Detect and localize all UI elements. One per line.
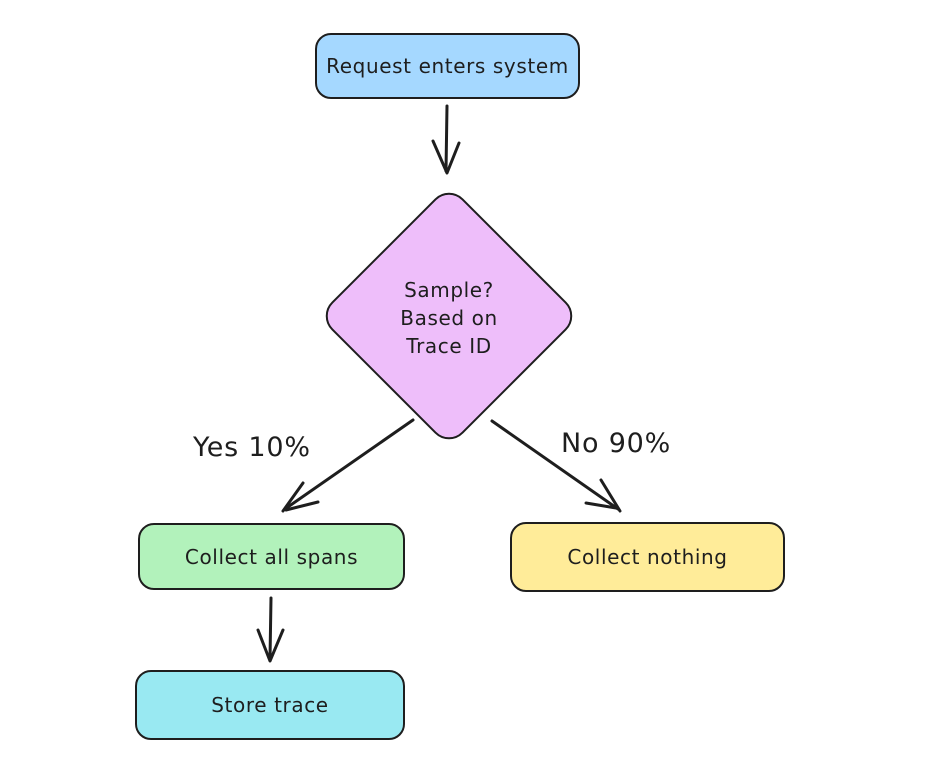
node-store-trace: Store trace <box>135 670 405 740</box>
edge-label-yes: Yes 10% <box>193 432 311 463</box>
node-collect-all-spans: Collect all spans <box>138 523 405 590</box>
node-request-enters-system: Request enters system <box>315 33 580 99</box>
node-label: Store trace <box>211 693 329 717</box>
arrow-collect-spans-to-store-trace <box>256 596 285 663</box>
arrow-request-to-decision <box>431 104 461 175</box>
node-collect-nothing: Collect nothing <box>510 522 785 592</box>
node-sample-decision-label: Sample? Based on Trace ID <box>400 278 498 358</box>
node-label: Collect all spans <box>184 544 359 569</box>
node-label: Request enters system <box>326 54 569 78</box>
edge-label-no: No 90% <box>561 428 672 459</box>
node-label: Collect nothing <box>567 545 728 569</box>
